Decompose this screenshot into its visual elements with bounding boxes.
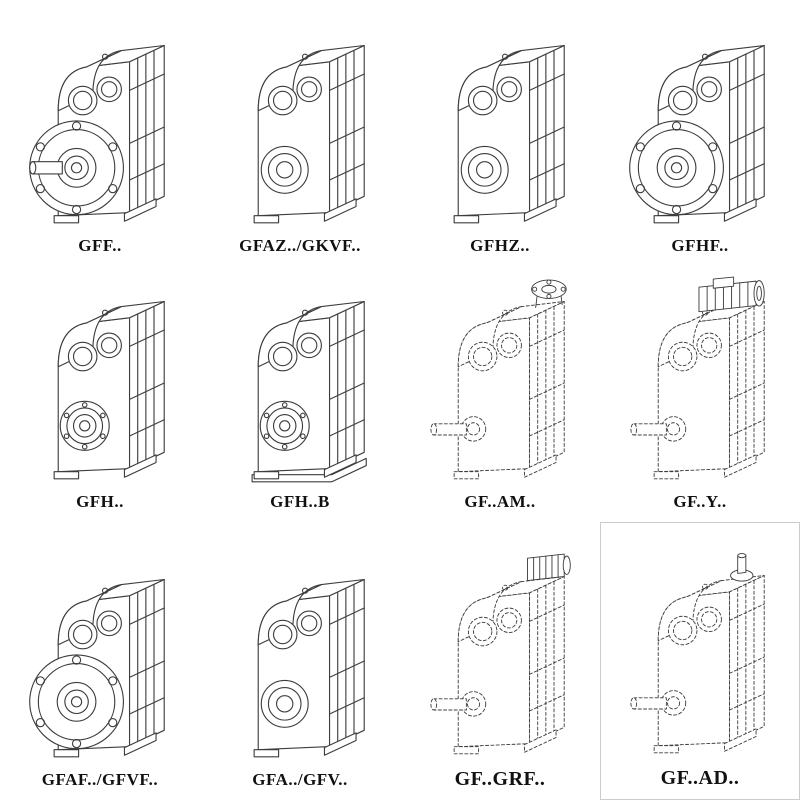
gearbox-drawing-gf-grf [430, 553, 571, 755]
model-label: GFA../GFV.. [252, 770, 348, 790]
model-label: GFAF../GFVF.. [41, 770, 159, 790]
drawing-group [629, 45, 765, 224]
output-flange [29, 654, 124, 750]
catalog-cell-gfh-b: GFH..B [200, 266, 400, 522]
model-label: GF..AM.. [464, 492, 536, 512]
catalog-cell-gf-am: GF..AM.. [400, 266, 600, 522]
model-label: GF..AD.. [660, 767, 740, 789]
gearbox-housing [657, 301, 765, 473]
gearbox-housing [457, 575, 565, 748]
catalog-cell-gfhz: GFHZ.. [400, 0, 600, 266]
adapter-block-shape [527, 553, 571, 582]
gearbox-housing [457, 301, 565, 473]
model-label: GFH.. [76, 492, 124, 512]
model-label: GFAZ../GKVF.. [239, 236, 361, 256]
drawing-group [430, 553, 571, 755]
drawing-group [29, 579, 165, 758]
model-label: GF..Y.. [673, 492, 727, 512]
input-shaft [730, 553, 754, 582]
catalog-cell-gfh: GFH.. [0, 266, 200, 522]
gearbox-drawing-gf-ad [630, 553, 765, 754]
gearbox-drawing-gfa-gfv [253, 579, 365, 758]
drawing-group [630, 553, 765, 754]
model-label: GFHZ.. [470, 236, 530, 256]
model-label: GF..GRF.. [454, 768, 546, 790]
gearbox-drawing-gfaz-gkvf [253, 45, 365, 224]
catalog-cell-gfaz-gkvf: GFAZ../GKVF.. [200, 0, 400, 266]
output-bearing [259, 401, 310, 452]
output-shaft [29, 161, 63, 175]
hollow-shaft-bore [260, 680, 309, 729]
drawing-group [251, 301, 367, 483]
gearbox-drawing-gfhf [629, 45, 765, 224]
catalog-cell-gfa-gfv: GFA../GFV.. [200, 522, 400, 800]
gearbox-drawing-gfhz [453, 45, 565, 224]
gearbox-housing [657, 574, 765, 747]
hollow-shaft-bore [260, 146, 309, 195]
drawing-group [253, 579, 365, 758]
drawing-group [253, 45, 365, 224]
model-label: GFHF.. [671, 236, 729, 256]
catalog-cell-gf-y: GF..Y.. [600, 266, 800, 522]
drawing-group [430, 279, 567, 480]
adapter-block [527, 553, 571, 582]
output-bearing [59, 401, 110, 452]
catalog-cell-gf-grf: GF..GRF.. [400, 522, 600, 800]
drawing-group [453, 45, 565, 224]
hollow-shaft-bore [460, 146, 509, 195]
catalog-cell-gfhf: GFHF.. [600, 0, 800, 266]
gearbox-drawing-gff [29, 45, 165, 224]
catalog-cell-gf-ad: GF..AD.. [600, 522, 800, 800]
gearbox-drawing-gf-am [430, 279, 567, 480]
drawing-group [53, 301, 165, 480]
catalog-cell-gfaf-gfvf: GFAF../GFVF.. [0, 522, 200, 800]
gearbox-drawing-gfh [53, 301, 165, 480]
gearbox-drawing-gfh-b [251, 301, 367, 483]
gearbox-drawing-gf-y [630, 276, 765, 480]
model-label: GFH..B [270, 492, 330, 512]
drawing-group [29, 45, 165, 224]
input-shaft-shape [730, 553, 754, 582]
drawing-group [630, 276, 765, 480]
output-flange [629, 120, 724, 216]
model-label: GFF.. [78, 236, 122, 256]
gearbox-drawing-gfaf-gfvf [29, 579, 165, 758]
catalog-cell-gff: GFF.. [0, 0, 200, 266]
